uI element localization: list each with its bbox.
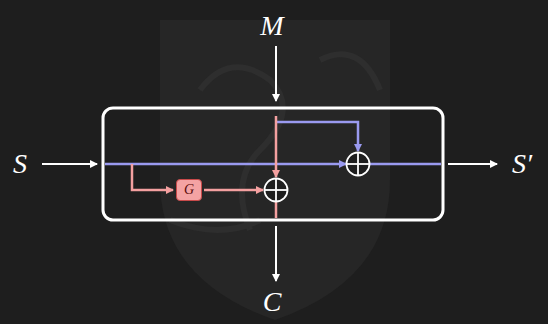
signal-name: M: [260, 12, 283, 40]
output-arrow: [448, 163, 497, 165]
keystream-wire: [132, 164, 173, 190]
cipher-wire: [275, 202, 278, 218]
state-wire: [105, 163, 346, 166]
function-name: G: [184, 183, 194, 197]
message-wire: [275, 116, 278, 177]
message-wire: [276, 122, 358, 151]
signal-name: C: [263, 288, 282, 316]
shield-watermark: [160, 20, 390, 320]
state-wire: [370, 163, 441, 166]
function-box: G: [176, 179, 202, 201]
input-arrow: [275, 46, 277, 101]
xor-symbol: [265, 179, 288, 202]
keystream-wire: [204, 189, 263, 192]
output-arrow: [275, 226, 277, 281]
input-arrow: [42, 163, 97, 165]
xor-symbol: [347, 153, 370, 176]
round-box: [103, 108, 443, 220]
signal-name: S: [13, 150, 27, 178]
signal-name: S′: [512, 150, 532, 178]
